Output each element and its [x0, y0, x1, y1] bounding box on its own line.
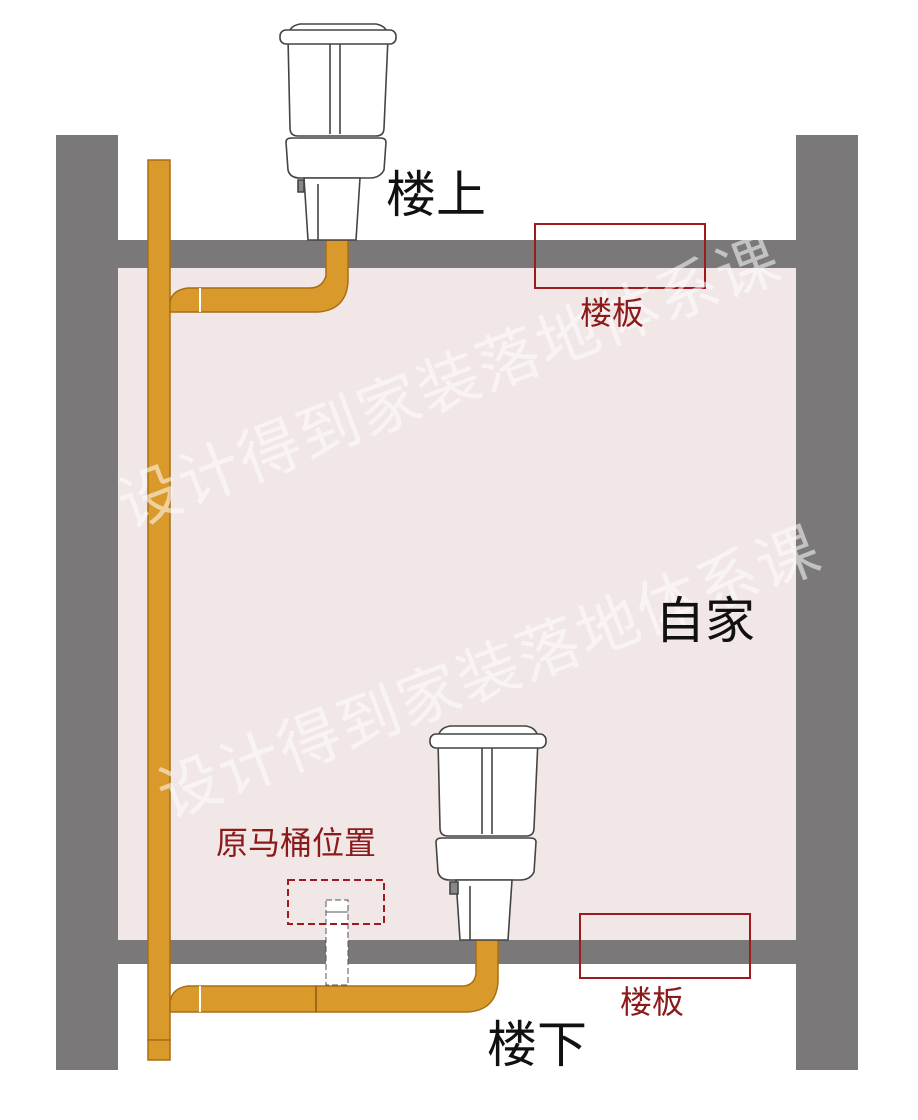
- right-wall: [796, 135, 858, 1070]
- lower-slab-marker: [579, 913, 751, 979]
- label-upstairs: 楼上: [386, 166, 486, 224]
- lower-floor-slab: [118, 940, 796, 964]
- label-original-toilet-position: 原马桶位置: [216, 824, 377, 862]
- vertical-drain-pipe: [147, 159, 171, 1041]
- label-floor-slab-bottom: 楼板: [620, 983, 685, 1021]
- original-toilet-marker: [287, 879, 385, 925]
- own-home-toilet-icon: [429, 725, 547, 941]
- capped-old-pipe: [325, 899, 349, 986]
- stack-base: [147, 1039, 171, 1061]
- lower-branch-pipe: [169, 939, 499, 1013]
- label-own-home: 自家: [655, 592, 755, 650]
- label-downstairs: 楼下: [487, 1016, 587, 1074]
- upstairs-toilet-icon: [279, 23, 397, 241]
- label-floor-slab-top: 楼板: [580, 294, 645, 332]
- left-wall: [56, 135, 118, 1070]
- upper-branch-pipe: [169, 239, 349, 313]
- upper-floor-slab: [118, 240, 796, 268]
- upper-slab-marker: [534, 223, 706, 289]
